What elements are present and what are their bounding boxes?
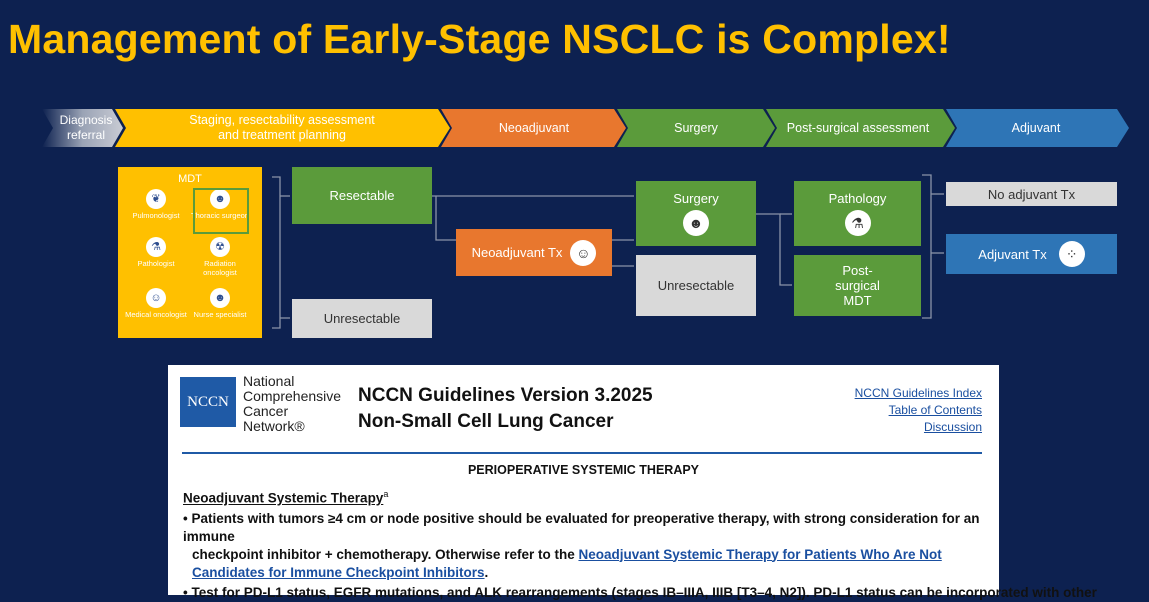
no-adjuvant-box: No adjuvant Tx [946,182,1117,206]
radiation-icon: ☢ [210,237,230,257]
connector-surgery-post [756,213,792,286]
stage-label-adjuvant: Adjuvant [1012,121,1061,135]
stage-chevron-neoadjuvant [441,109,626,147]
mdt-role-pathologist: ⚗Pathologist [124,237,188,268]
guideline-title: NCCN Guidelines Version 3.2025 Non-Small… [358,383,653,435]
surgeon-icon: ☻ [683,210,709,236]
slide-title: Management of Early-Stage NSCLC is Compl… [8,16,951,62]
stage-chevron-postsurgical [766,109,955,147]
bullet-1-line-1: • Patients with tumors ≥4 cm or node pos… [183,510,980,544]
guideline-topic: Non-Small Cell Lung Cancer [358,411,614,432]
mdt-title: MDT [178,173,202,185]
unresectable-box-1: Unresectable [292,299,432,338]
connector-right-bracket [922,174,932,319]
header-divider [182,452,982,454]
nccn-guideline-excerpt: NCCN National Comprehensive Cancer Netwo… [168,365,1097,600]
mdt-panel: MDT ❦Pulmonologist ☻Thoracic surgeon ⚗Pa… [118,167,262,338]
table-of-contents-link[interactable]: Table of Contents [888,403,982,417]
microscope-icon: ⚗ [844,210,871,236]
stage-chevron-staging [115,109,450,147]
mdt-role-thoracic-surgeon: ☻Thoracic surgeon [188,189,252,220]
surgeon-icon: ☻ [210,189,230,209]
discussion-link[interactable]: Discussion [923,420,982,434]
thoracic-surgeon-highlight [193,188,249,234]
unresectable-box-2: Unresectable [636,255,756,316]
neoadjuvant-non-ici-link[interactable]: Neoadjuvant Systemic Therapy for Patient… [192,546,942,580]
nccn-logo: NCCN [180,377,236,427]
adjuvant-tx-box: Adjuvant Tx ⁘ [946,234,1117,274]
neoadjuvant-tx-box: Neoadjuvant Tx ☺ [456,229,612,276]
neoadjuvant-tx-label: Neoadjuvant Tx [471,245,563,260]
connector-resectable-neoadj [435,196,456,241]
cells-icon: ⁘ [1058,241,1085,267]
bullet-1-continuation: checkpoint inhibitor + chemotherapy. Oth… [192,546,942,580]
guideline-body: Neoadjuvant Systemic Therapya • Patients… [183,489,1097,600]
stage-label-neoadjuvant: Neoadjuvant [499,121,570,135]
microscope-icon: ⚗ [146,237,166,257]
oncologist-icon: ☺ [570,239,597,266]
guideline-version: NCCN Guidelines Version 3.2025 [358,385,653,406]
connector-mdt-bracket [272,176,281,329]
adjuvant-tx-label: Adjuvant Tx [978,246,1047,262]
section-title: PERIOPERATIVE SYSTEMIC THERAPY [467,463,700,477]
surgery-box: Surgery ☻ [636,181,756,246]
nurse-icon: ☻ [210,288,230,308]
bullet-2: • Test for PD-L1 status, EGFR mutations,… [183,584,1097,600]
stage-chevron-surgery [617,109,775,147]
resectable-box: Resectable [292,167,432,224]
nccn-org-name: National Comprehensive Cancer Network® [243,373,342,434]
guideline-links: NCCN Guidelines Index Table of Contents … [855,385,982,436]
mdt-role-medical-oncologist: ☺Medical oncologist [124,288,188,319]
mdt-role-pulmonologist: ❦Pulmonologist [124,189,188,220]
stage-label-surgery: Surgery [674,121,719,135]
guidelines-index-link[interactable]: NCCN Guidelines Index [854,386,982,400]
mdt-role-radiation-oncologist: ☢Radiation oncologist [188,237,252,277]
pathology-box: Pathology ⚗ [794,181,921,246]
neoadjuvant-heading: Neoadjuvant Systemic Therapy [183,490,384,506]
stage-chevron-diagnosis [42,109,123,147]
surgery-label: Surgery [673,191,719,206]
pathology-label: Pathology [828,191,887,206]
mdt-role-nurse-specialist: ☻Nurse specialist [188,288,252,319]
stage-chevron-adjuvant [946,109,1129,147]
stage-label-postsurgical: Post-surgical assessment [787,121,930,135]
lungs-icon: ❦ [146,189,166,209]
post-surgical-mdt-box: Post-surgical MDT [794,255,921,316]
doctor-icon: ☺ [146,288,166,308]
